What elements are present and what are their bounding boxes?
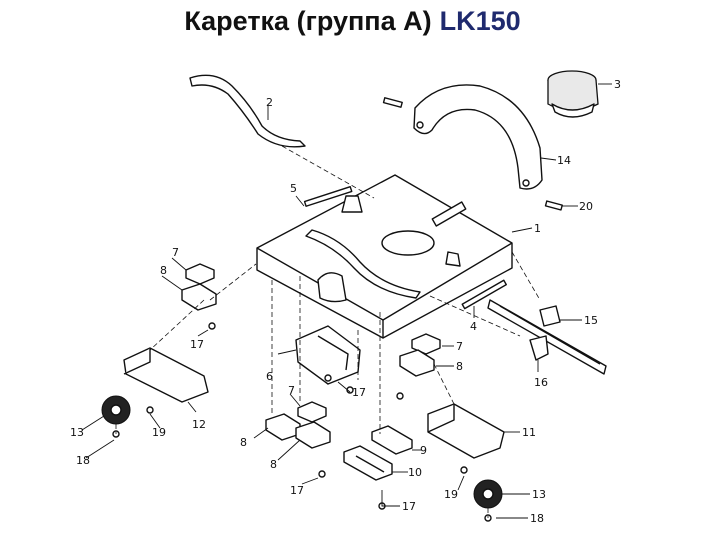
callout-20: 20 [579,200,593,213]
part-7-block-b [411,333,441,355]
callout-8-d: 8 [270,458,277,471]
callout-18-a: 18 [76,454,90,467]
callout-11: 11 [522,426,536,439]
part-14-arch-handle [413,84,543,190]
part-7-block-c [297,401,327,423]
callout-7-b: 7 [456,340,463,353]
callout-12: 12 [192,418,206,431]
callout-3: 3 [614,78,621,91]
callout-19-a: 19 [152,426,166,439]
callout-13-a: 13 [70,426,84,439]
callout-18-b: 18 [530,512,544,525]
callout-1: 1 [534,222,541,235]
part-2-curved-strip [189,74,306,148]
callout-8-b: 8 [456,360,463,373]
part-1-base-plate [256,174,513,339]
callout-labels: 2 3 14 20 1 5 4 15 16 7 8 17 12 6 17 7 8… [70,78,621,525]
part-8-cam-a [181,283,217,311]
callout-6: 6 [266,370,273,383]
callout-7-a: 7 [172,246,179,259]
callout-15: 15 [584,314,598,327]
part-5-strip [303,185,353,207]
part-9-block [371,425,413,455]
part-12-cover [123,347,209,403]
part-11-cover [427,403,505,459]
callout-19-b: 19 [444,488,458,501]
callout-17-d: 17 [402,500,416,513]
pin-left [382,97,403,108]
callout-8-a: 8 [160,264,167,277]
leader-lines [81,83,612,519]
callout-7-c: 7 [288,384,295,397]
title-text: Каретка (группа А) [184,6,432,36]
part-13-brush-left [101,395,131,425]
callout-13-b: 13 [532,488,546,501]
diagram-title: Каретка (группа А)LK150 [0,6,705,37]
model-name: LK150 [439,6,521,36]
dashed-guides [115,145,541,518]
part-16-plate [529,335,549,361]
part-15-rail [487,299,607,375]
part-13-brush-right [473,479,503,509]
part-20-pin [544,200,563,211]
callout-17-a: 17 [190,338,204,351]
part-10-comb [343,445,393,481]
callout-14: 14 [557,154,571,167]
callout-4: 4 [470,320,477,333]
part-3-knob [547,70,599,118]
part-8-cam-c [265,413,331,449]
callout-5: 5 [290,182,297,195]
callout-9: 9 [420,444,427,457]
part-4-strip [461,279,507,310]
callout-10: 10 [408,466,422,479]
callout-17-b: 17 [352,386,366,399]
part-7-block-a [185,263,215,285]
callout-2: 2 [266,96,273,109]
callout-17-c: 17 [290,484,304,497]
part-8-cam-b [399,349,435,377]
callout-8-c: 8 [240,436,247,449]
callout-16: 16 [534,376,548,389]
